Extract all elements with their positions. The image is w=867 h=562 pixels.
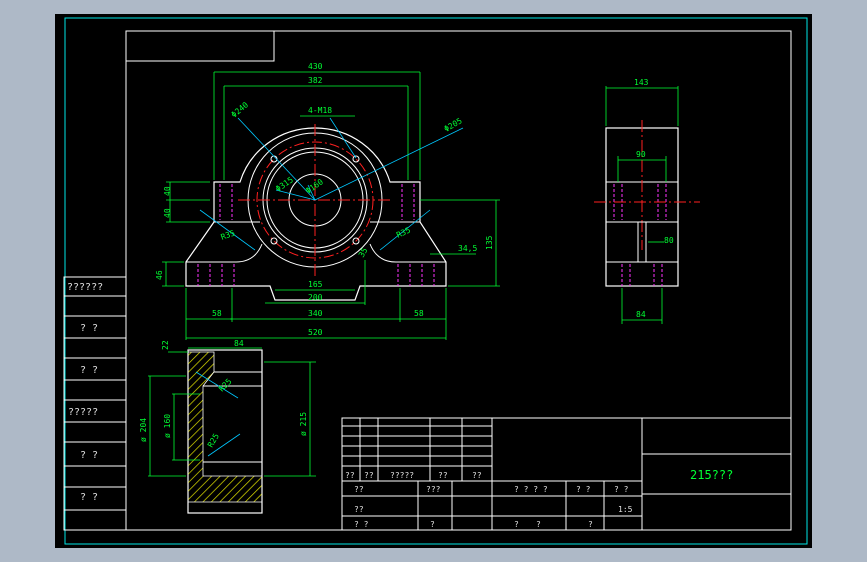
dim-40b: 40 — [163, 208, 172, 218]
dim-dia204: ø 204 — [139, 418, 148, 442]
dim-40a: 40 — [163, 186, 172, 196]
dim-dia160: ø 160 — [163, 414, 172, 438]
front-hidden-lines — [197, 184, 435, 286]
bolt-hole-2 — [352, 155, 360, 163]
dim-430: 430 — [308, 62, 323, 71]
drawing-name: 215??? — [690, 468, 733, 482]
section-view: 22 84 R25 R25 ø 204 ø 160 ø 215 — [139, 339, 316, 514]
section-hatch-area — [187, 351, 263, 503]
dim-58a: 58 — [212, 309, 222, 318]
tb-cell-14: ? — [514, 520, 519, 529]
front-dim-lines — [162, 71, 500, 340]
side-center-lines — [594, 120, 700, 250]
tb-cell-4: ?? — [438, 471, 448, 480]
tb-cell-1: ?? — [345, 471, 355, 480]
front-view: 430 382 4-M18 Φ240 Φ205 Φ315 Φ160 40 40 … — [155, 62, 500, 340]
tb-cell-7: ??? — [426, 485, 441, 494]
left-strip — [63, 276, 127, 531]
side-dim-lines — [605, 86, 679, 324]
front-leader-lines — [199, 117, 464, 251]
tb-cell-8: ? ? ? ? — [514, 485, 548, 494]
strip-label-3: ? ? — [80, 365, 98, 376]
dim-35: 35 — [357, 246, 370, 259]
tb-cell-12: ? ? — [354, 520, 369, 529]
strip-label-1: ?????? — [67, 282, 103, 293]
dim-520: 520 — [308, 328, 323, 337]
dim-135: 135 — [485, 235, 494, 250]
dim-58b: 58 — [414, 309, 424, 318]
bolt-hole-4 — [352, 237, 360, 245]
side-view: 143 90 80 84 — [594, 78, 700, 324]
outer-border — [64, 17, 808, 545]
dim-34-5: 34,5 — [458, 244, 477, 253]
tb-cell-15: ? — [536, 520, 541, 529]
dim-165: 165 — [308, 280, 323, 289]
dim-143: 143 — [634, 78, 649, 87]
section-leader-lines — [195, 371, 241, 457]
dim-84-side: 84 — [636, 310, 646, 319]
dim-90: 90 — [636, 150, 646, 159]
dim-22: 22 — [161, 340, 170, 350]
dim-dia215: ø 215 — [299, 412, 308, 436]
tb-cell-5: ?? — [472, 471, 482, 480]
dim-84-section: 84 — [234, 339, 244, 348]
dim-80: 80 — [664, 236, 674, 245]
dim-340: 340 — [308, 309, 323, 318]
dim-382: 382 — [308, 76, 323, 85]
tb-cell-10: ? ? — [614, 485, 629, 494]
bolt-hole-3 — [270, 237, 278, 245]
tb-cell-2: ?? — [364, 471, 374, 480]
strip-label-6: ? ? — [80, 492, 98, 503]
tb-scale: 1:5 — [618, 505, 633, 514]
section-dim-lines — [148, 347, 316, 477]
tb-cell-13: ? — [430, 520, 435, 529]
tb-cell-3: ????? — [390, 471, 414, 480]
tb-cell-9: ? ? — [576, 485, 591, 494]
strip-label-4: ????? — [68, 407, 98, 418]
front-body-outline — [185, 127, 447, 301]
strip-label-5: ? ? — [80, 450, 98, 461]
dim-46: 46 — [155, 270, 164, 280]
corner-box — [126, 31, 275, 62]
tb-cell-11: ?? — [354, 505, 364, 514]
dim-200: 200 — [308, 293, 323, 302]
strip-label-2: ? ? — [80, 323, 98, 334]
tb-cell-6: ?? — [354, 485, 364, 494]
dim-4m18: 4-M18 — [308, 106, 332, 115]
tb-cell-16: ? — [588, 520, 593, 529]
title-block — [341, 417, 792, 531]
